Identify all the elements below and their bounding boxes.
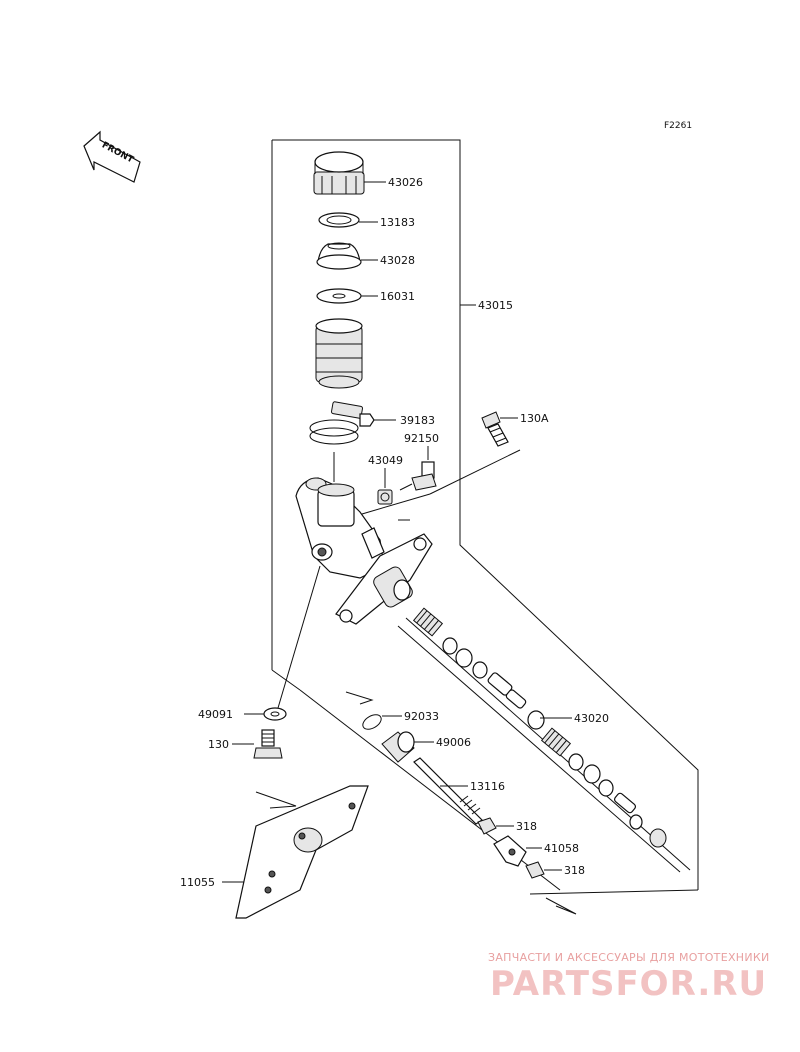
label-39183: 39183 — [400, 414, 435, 427]
nut-318-lower — [525, 861, 562, 879]
piston-kit-43020 — [397, 607, 691, 873]
washer-49091 — [244, 707, 287, 721]
clevis-41058 — [493, 835, 542, 867]
push-rod-13116 — [413, 757, 483, 825]
label-13116: 13116 — [470, 780, 505, 793]
bracket-11055 — [222, 785, 369, 919]
master-cylinder-body — [295, 449, 521, 579]
assembly-bracket-43015 — [271, 139, 699, 890]
bolt-130a — [481, 411, 518, 447]
watermark-logo: PARTSFOR.RU — [490, 964, 768, 1004]
label-43020: 43020 — [574, 712, 609, 725]
plate-13183 — [318, 212, 378, 228]
label-130a: 130A — [520, 412, 549, 425]
figure-code: F2261 — [664, 121, 692, 131]
label-11055: 11055 — [180, 876, 215, 889]
label-43026: 43026 — [388, 176, 423, 189]
label-130: 130 — [208, 738, 229, 751]
label-41058: 41058 — [544, 842, 579, 855]
bleeder-92150 — [399, 446, 437, 491]
grommet-43049 — [377, 468, 393, 505]
bolt-130 — [232, 729, 283, 759]
washer-16031 — [316, 288, 378, 304]
front-arrow-icon: FRONT — [83, 130, 141, 183]
label-43015: 43015 — [478, 299, 513, 312]
mounting-flange — [335, 533, 433, 625]
diaphragm-43028 — [316, 242, 378, 270]
label-16031: 16031 — [380, 290, 415, 303]
label-49006: 49006 — [436, 736, 471, 749]
watermark-tagline: ЗАПЧАСТИ И АКСЕССУАРЫ ДЛЯ МОТОТЕХНИКИ — [488, 951, 770, 964]
hose-clamp-39183 — [309, 401, 396, 445]
boot-49006 — [381, 731, 434, 763]
reservoir-cap-43026 — [313, 151, 386, 195]
label-49091: 49091 — [198, 708, 233, 721]
label-318-lower: 318 — [564, 864, 585, 877]
nut-318-upper — [477, 817, 514, 835]
label-318-upper: 318 — [516, 820, 537, 833]
circlip-92033 — [362, 714, 402, 730]
label-92150: 92150 — [404, 432, 439, 445]
label-13183: 13183 — [380, 216, 415, 229]
label-92033: 92033 — [404, 710, 439, 723]
reservoir-body — [315, 318, 363, 389]
label-43028: 43028 — [380, 254, 415, 267]
hose-leader — [277, 565, 321, 709]
label-43049: 43049 — [368, 454, 403, 467]
